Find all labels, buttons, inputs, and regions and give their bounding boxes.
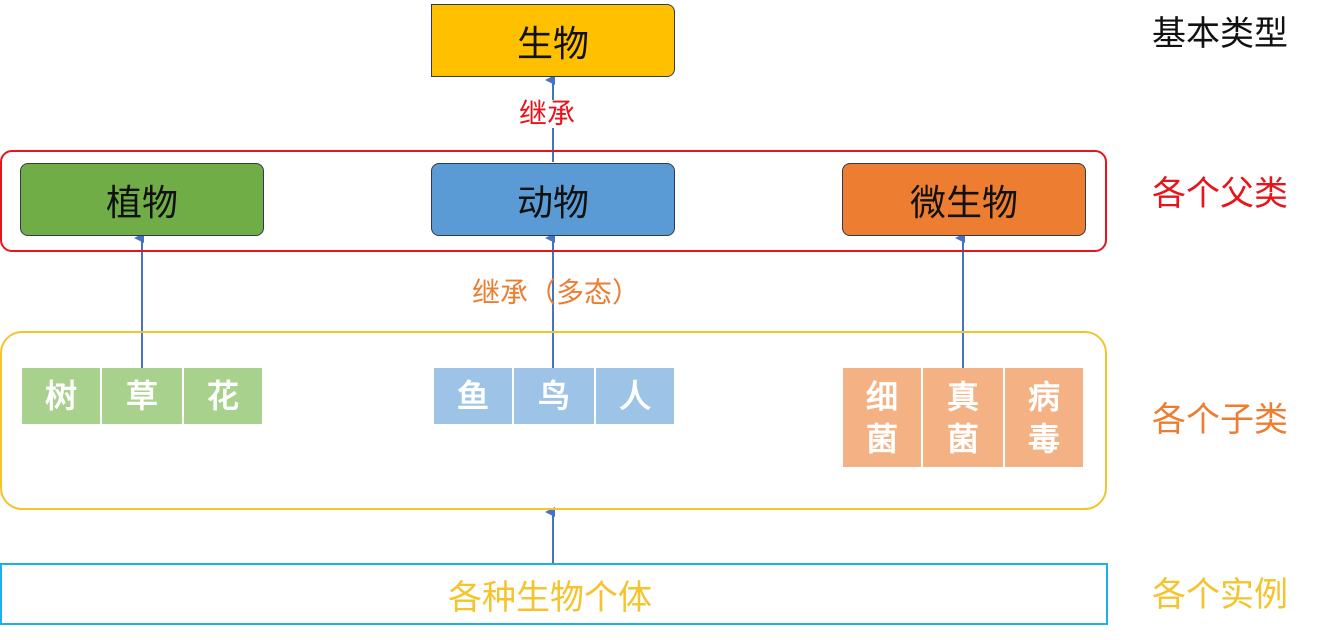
child-fish: 鱼: [434, 368, 512, 424]
child-class-group: [0, 331, 1107, 510]
child-fungi: 真 菌: [923, 368, 1003, 467]
instances-label: 各种生物个体: [448, 577, 652, 618]
child-human: 人: [596, 368, 674, 424]
layer-label-base: 基本类型: [1152, 14, 1288, 54]
layer-label-instances: 各个实例: [1152, 575, 1288, 615]
child-bird: 鸟: [514, 368, 594, 424]
child-grass: 草: [102, 368, 182, 424]
node-organism-label: 生物: [516, 23, 589, 65]
node-organism: 生物: [431, 4, 675, 77]
layer-label-parents: 各个父类: [1152, 174, 1288, 214]
node-plant-label: 植物: [105, 182, 178, 224]
parent-class-group: [0, 150, 1107, 252]
layer-label-children: 各个子类: [1152, 400, 1288, 440]
node-animal: 动物: [431, 163, 675, 236]
node-animal-label: 动物: [516, 182, 589, 224]
node-microbe: 微生物: [842, 163, 1086, 236]
edge-label-inherit: 继承: [519, 97, 576, 130]
instances-box: 各种生物个体: [0, 563, 1108, 625]
child-flower: 花: [184, 368, 262, 424]
node-microbe-label: 微生物: [909, 182, 1018, 224]
node-plant: 植物: [20, 163, 264, 236]
child-bacteria: 细 菌: [843, 368, 921, 467]
child-virus: 病 毒: [1005, 368, 1083, 467]
edge-label-inherit-polymorphism: 继承（多态）: [472, 276, 641, 309]
child-tree: 树: [22, 368, 100, 424]
